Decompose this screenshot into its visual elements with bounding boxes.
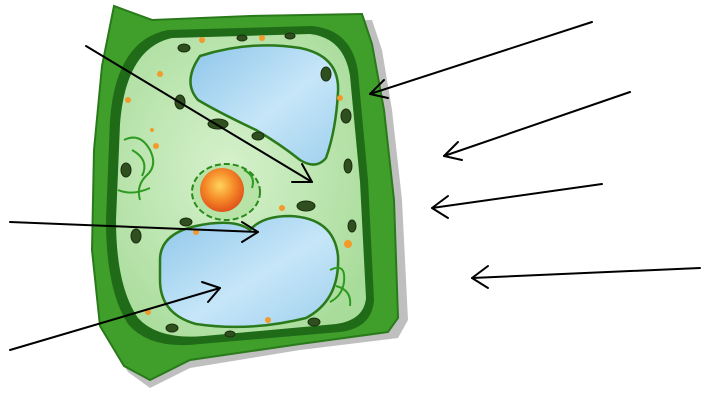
arrow-to-cell-wall: [370, 22, 592, 98]
arrow-to-chloroplast: [432, 184, 602, 218]
arrow-to-membrane: [444, 92, 630, 160]
arrow-to-golgi: [472, 266, 700, 288]
nucleus: [200, 168, 244, 212]
